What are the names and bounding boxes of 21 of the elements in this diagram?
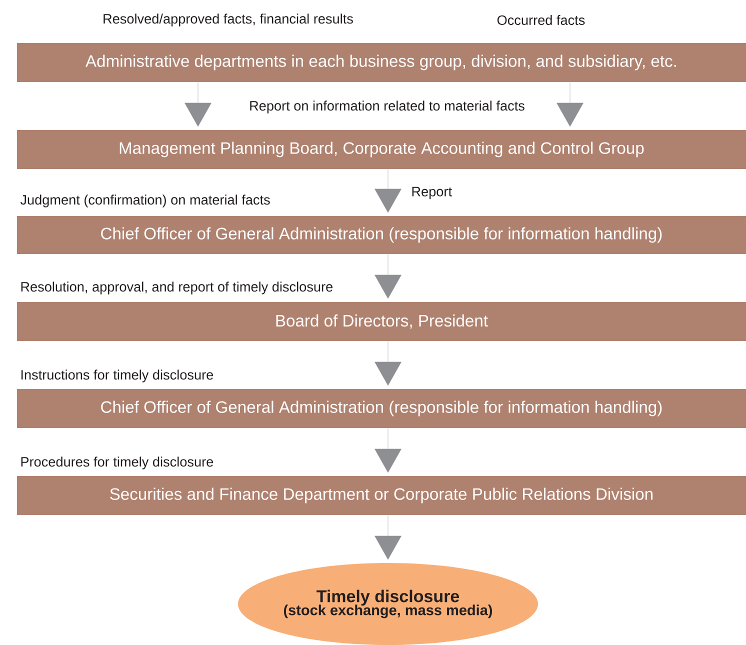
arrow xyxy=(556,82,584,127)
note-text: Resolved/approved facts, financial results xyxy=(104,14,353,26)
arrow xyxy=(374,169,402,213)
edge-label: Report on information related to material facts xyxy=(248,100,526,114)
process-bar: Administrative departments in each business group, division, and subsidiary, etc. xyxy=(17,43,746,82)
arrow xyxy=(374,515,402,560)
process-bar: Board of Directors, President xyxy=(17,302,746,341)
note-text: Procedures for timely disclosure xyxy=(21,456,214,470)
note-text: Occurred facts xyxy=(497,15,585,25)
process-bar: Chief Officer of General Administration (responsible for information handling) xyxy=(17,389,746,428)
edge-label: Resolution, approval, and report of timely disclosure xyxy=(19,280,334,296)
arrow xyxy=(374,341,402,386)
process-bar: Securities and Finance Department or Corporate Public Relations Division xyxy=(17,476,746,515)
arrow xyxy=(374,428,402,473)
process-bar: Management Planning Board, Corporate Accounting and Control Group xyxy=(17,130,746,169)
edge-label: Report xyxy=(410,186,454,200)
process-bar: Chief Officer of General Administration (responsible for information handling) xyxy=(17,216,746,254)
arrow xyxy=(184,82,212,127)
arrow xyxy=(374,254,402,299)
note-text: Instructions for timely disclosure xyxy=(21,370,214,382)
note-text: Judgment (confirmation) on material facts xyxy=(20,194,270,208)
